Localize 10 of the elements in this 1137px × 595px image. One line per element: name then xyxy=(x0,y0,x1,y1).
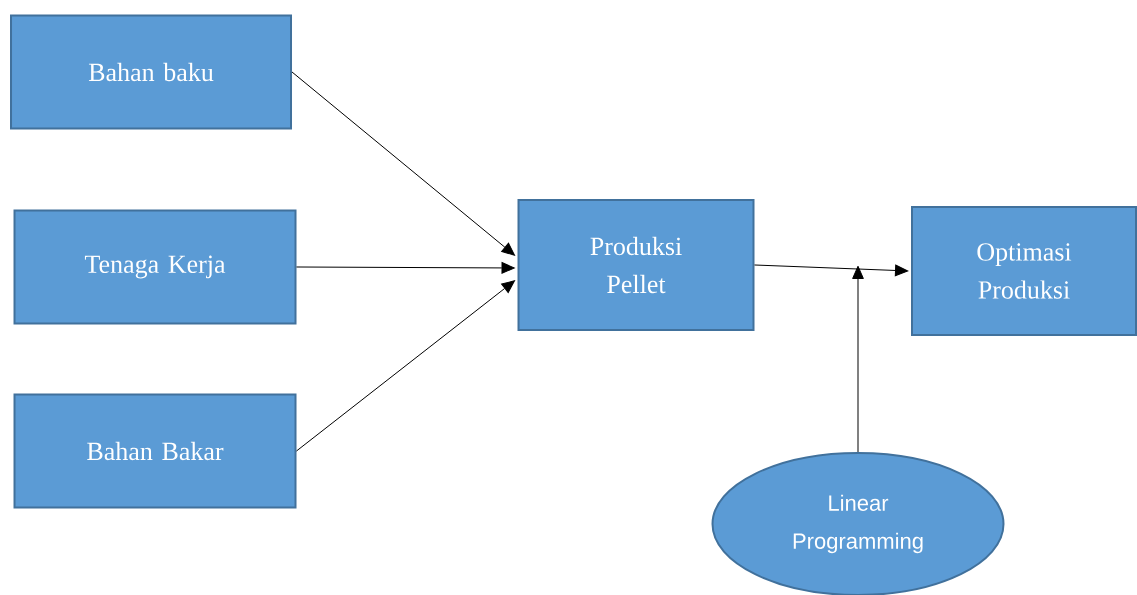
process-box: Bahan Bakar xyxy=(13,393,297,509)
arrow xyxy=(754,264,909,277)
process-box: Tenaga Kerja xyxy=(13,209,297,325)
arrow xyxy=(296,280,515,452)
process-box: Bahan baku xyxy=(10,14,292,130)
process-box: Optimasi Produksi xyxy=(911,206,1137,336)
arrow xyxy=(296,262,515,274)
arrow xyxy=(852,265,864,453)
process-box: Produksi Pellet xyxy=(517,199,755,331)
arrow xyxy=(291,71,516,256)
